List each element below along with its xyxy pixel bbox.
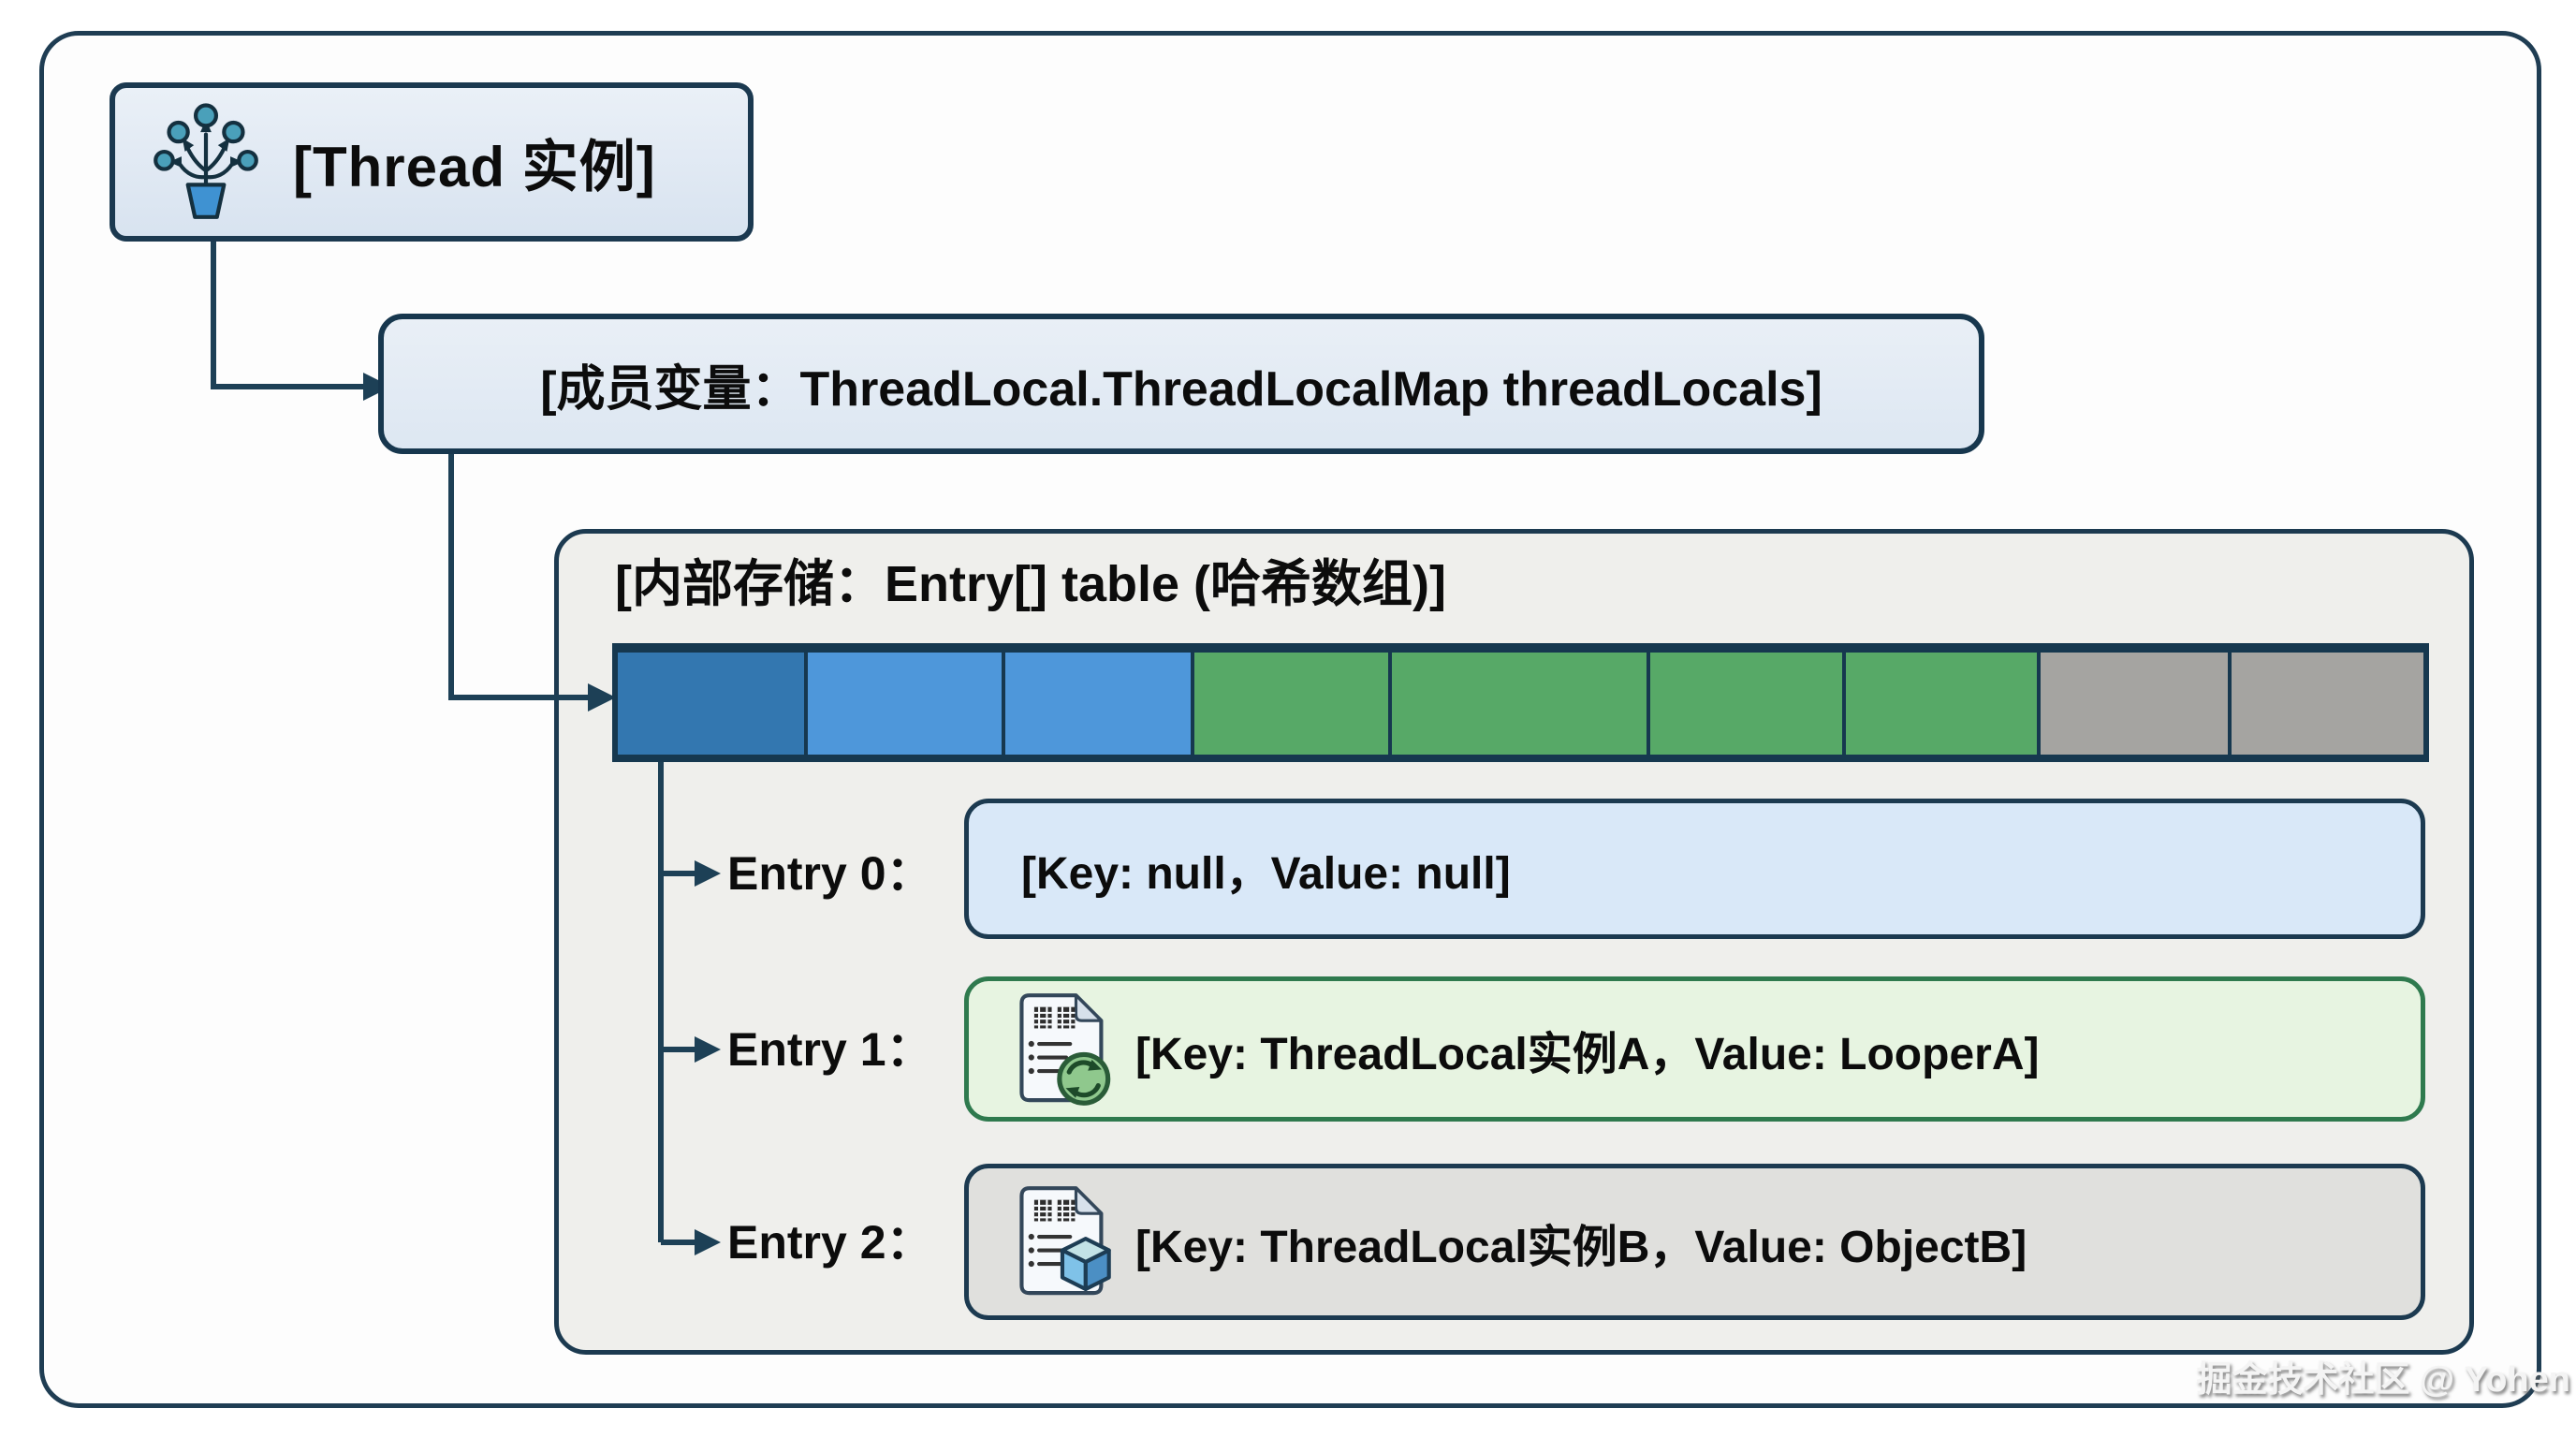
array-cell [1392, 653, 1647, 755]
entry-0-text: [Key: null，Value: null] [1021, 849, 1511, 899]
member-variable-label: [成员变量：ThreadLocal.ThreadLocalMap threadL… [540, 361, 1822, 417]
entry-2-text: [Key: ThreadLocal实例B，Value: ObjectB] [1135, 1222, 2027, 1272]
thread-instance-label: [Thread 实例] [293, 135, 656, 198]
document-cube-icon [1019, 1186, 1111, 1296]
entry-1-label: Entry 1： [727, 1023, 933, 1076]
potted-thread-tree-icon [154, 103, 258, 219]
entry-0-label: Entry 0： [727, 847, 933, 900]
internal-storage-title: [内部存储：Entry[] table (哈希数组)] [615, 556, 1446, 612]
array-cell [808, 653, 1002, 755]
member-variable-box: [成员变量：ThreadLocal.ThreadLocalMap threadL… [378, 314, 1984, 454]
thread-instance-box: [Thread 实例] [110, 82, 754, 242]
watermark-text: 掘金技术社区 @ Yohen [2196, 1360, 2570, 1400]
array-cell [2041, 653, 2228, 755]
entry-1-box: [Key: ThreadLocal实例A，Value: LooperA] [964, 976, 2425, 1122]
entry-1-text: [Key: ThreadLocal实例A，Value: LooperA] [1135, 1029, 2040, 1079]
entry-table-array [612, 643, 2429, 762]
entry-2-label: Entry 2： [727, 1216, 933, 1269]
document-refresh-icon [1019, 993, 1111, 1107]
array-cell [1004, 653, 1191, 755]
array-cell [1649, 653, 1843, 755]
array-cell [1193, 653, 1389, 755]
array-cell [2231, 653, 2423, 755]
entry-2-box: [Key: ThreadLocal实例B，Value: ObjectB] [964, 1164, 2425, 1320]
array-cell [1846, 653, 2038, 755]
array-cell [618, 653, 805, 755]
entry-0-box: [Key: null，Value: null] [964, 799, 2425, 939]
